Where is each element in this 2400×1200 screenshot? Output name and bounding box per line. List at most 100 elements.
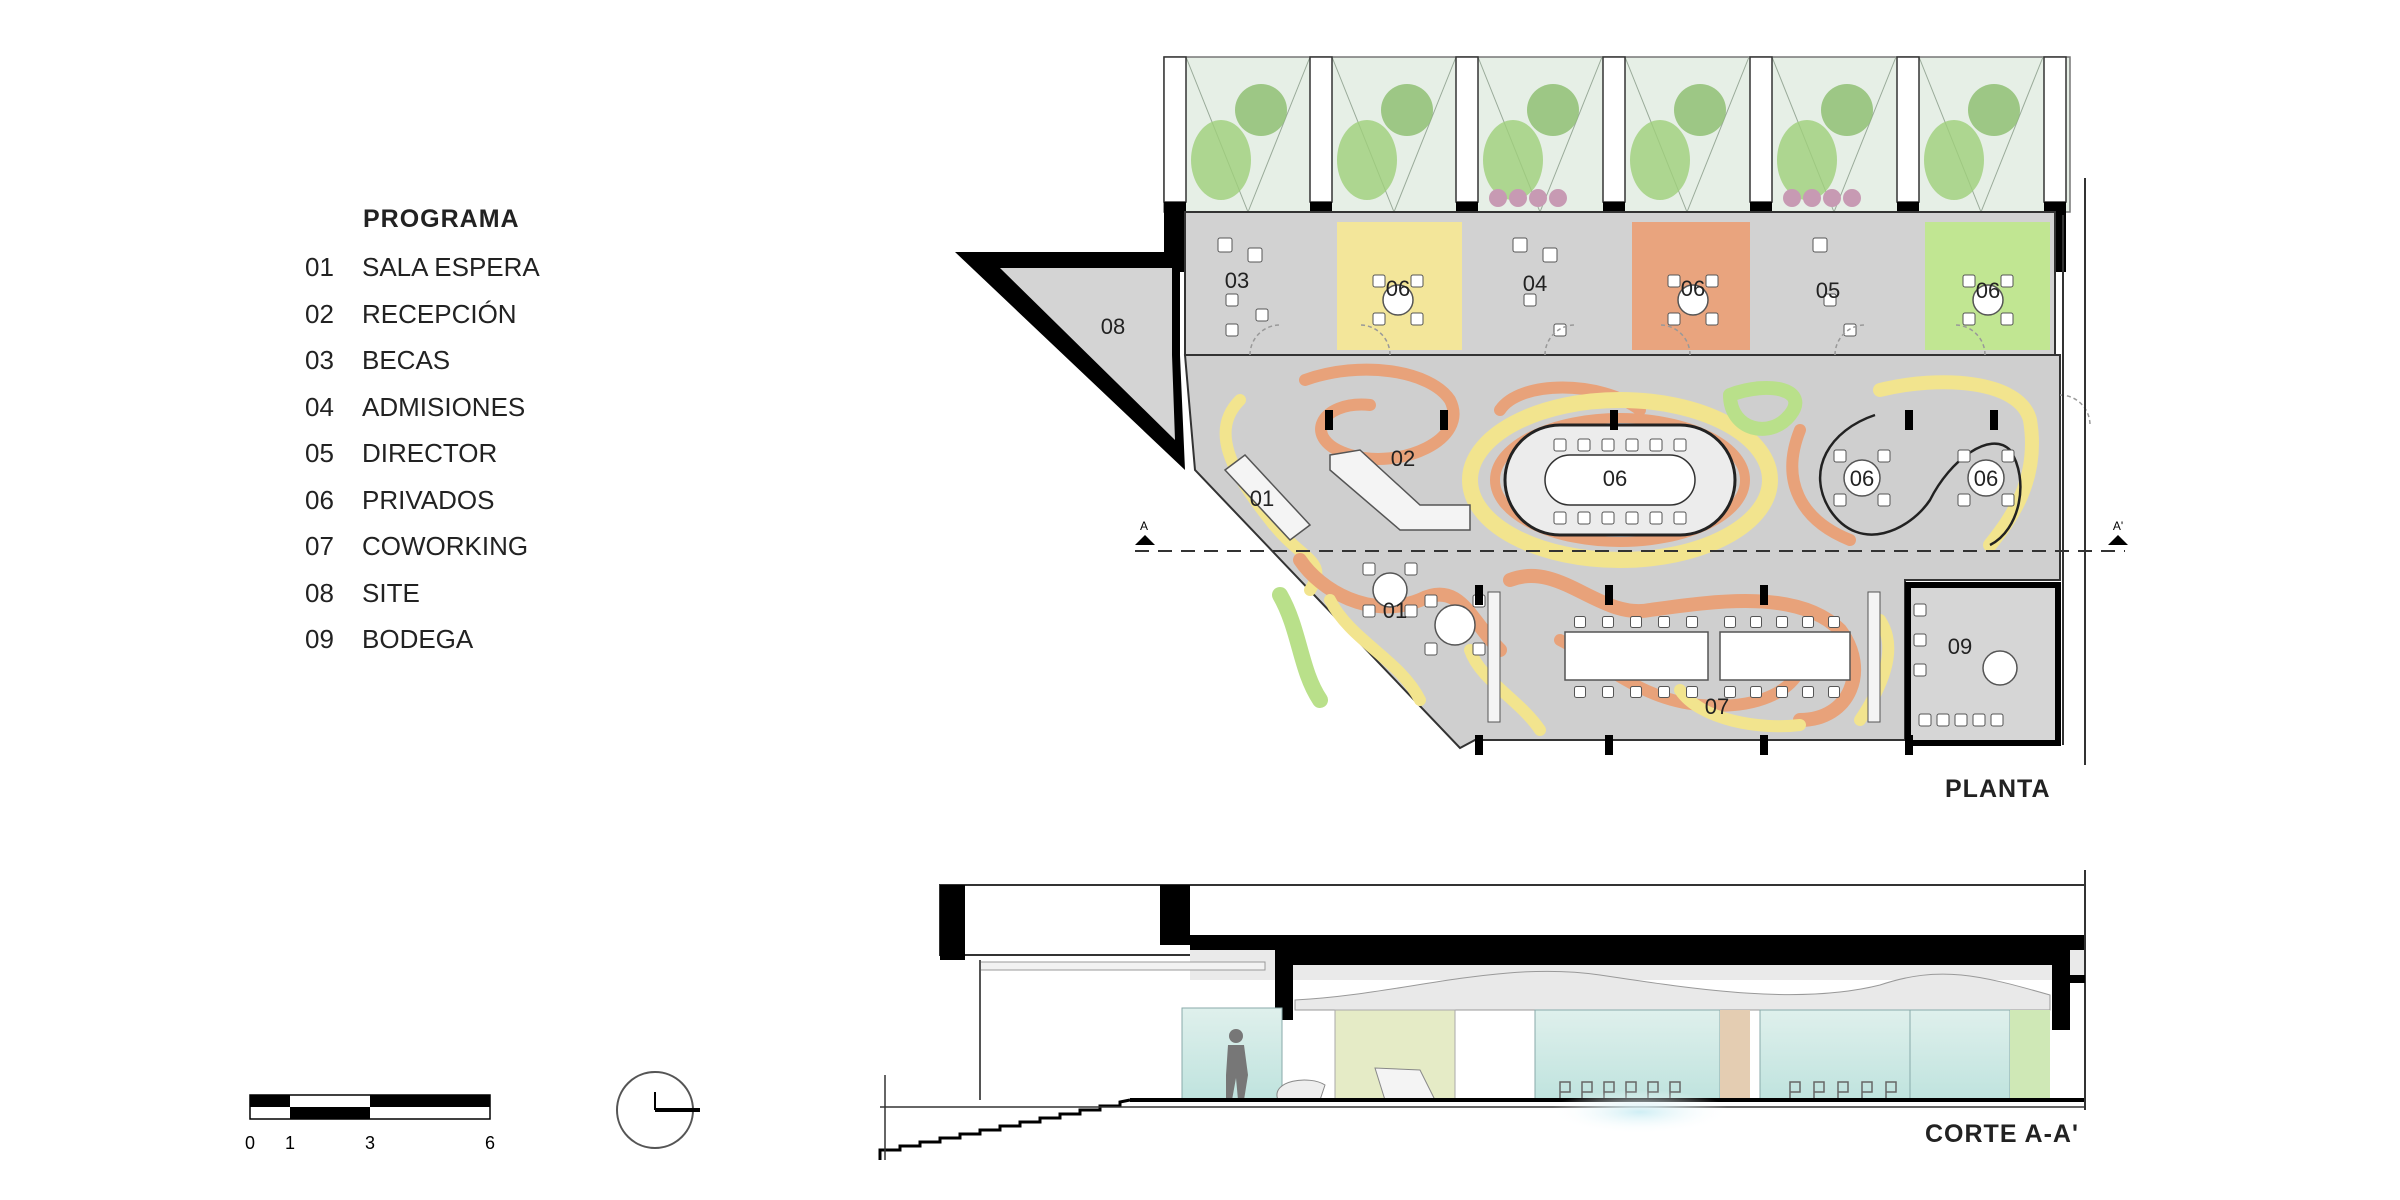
section-glass-room <box>1759 1009 1911 1101</box>
person-figure <box>1226 1029 1248 1100</box>
post <box>1440 410 1448 430</box>
chair <box>1686 686 1698 698</box>
room-label: 09 <box>1948 634 1972 659</box>
chair <box>1776 616 1788 628</box>
planter-line <box>1980 56 2044 213</box>
column <box>1749 56 1773 203</box>
round-table <box>1972 284 2004 316</box>
chair <box>1913 603 1927 617</box>
legend-item-number: 05 <box>305 438 334 468</box>
room-label: 06 <box>1850 466 1874 491</box>
flower <box>1509 189 1527 207</box>
chair <box>2001 449 2015 463</box>
legend-item-name: RECEPCIÓN <box>362 298 517 329</box>
section-chair <box>1837 1081 1849 1100</box>
legend-item-name: COWORKING <box>362 531 529 561</box>
post <box>1610 410 1618 430</box>
legend-item-name: ADMISIONES <box>362 391 526 422</box>
planter-line <box>1686 56 1750 213</box>
chair <box>1667 274 1681 288</box>
column <box>1455 56 1479 203</box>
post <box>1905 735 1913 755</box>
round-table <box>1843 459 1881 497</box>
room-label: 01 <box>1383 598 1407 623</box>
section-chair <box>1789 1081 1801 1100</box>
legend-item-name: SALA ESPERA <box>362 252 540 282</box>
chair <box>1424 642 1438 656</box>
chair <box>1577 511 1591 525</box>
post <box>1605 585 1613 605</box>
palm <box>1381 84 1433 136</box>
chair <box>1658 616 1670 628</box>
palm <box>1968 84 2020 136</box>
chair <box>1225 323 1239 337</box>
section-arrow-right <box>2108 535 2128 545</box>
scale-bar: 0 1 3 6 <box>245 1094 495 1153</box>
chair <box>1843 323 1857 337</box>
legend-item: 09 BODEGA <box>305 624 645 671</box>
planter-line <box>1539 56 1603 213</box>
column <box>1163 56 1187 203</box>
legend-item-number: 03 <box>305 345 334 375</box>
flower <box>1489 189 1507 207</box>
section-beam-right <box>2052 950 2070 1030</box>
chair <box>1625 438 1639 452</box>
palm <box>1527 84 1579 136</box>
room-label: 06 <box>1974 466 1998 491</box>
wall-posts <box>1325 410 1998 755</box>
legend-item-number: 09 <box>305 624 334 654</box>
chair <box>1957 449 1971 463</box>
waiting-bench <box>1223 453 1312 542</box>
chair <box>1410 274 1424 288</box>
chair <box>1512 237 1528 253</box>
section-chair <box>1813 1081 1825 1100</box>
chair <box>1667 312 1681 326</box>
section-seat <box>1276 1079 1326 1101</box>
chair <box>1630 686 1642 698</box>
chair <box>1362 604 1376 618</box>
post <box>1475 735 1483 755</box>
room-label: 06 <box>1681 276 1705 301</box>
section-glass-room <box>1909 1009 2011 1101</box>
chair <box>1649 511 1663 525</box>
section-roof-wall-left <box>940 885 965 960</box>
chair <box>1673 438 1687 452</box>
chair <box>1918 713 1932 727</box>
chair <box>1553 323 1567 337</box>
shrub <box>1191 120 1251 200</box>
flower <box>1803 189 1821 207</box>
chair <box>1630 616 1642 628</box>
private-room-enclosure <box>1818 413 2022 547</box>
chair <box>1724 686 1736 698</box>
round-table <box>1967 459 2005 497</box>
room-label: 06 <box>1976 278 2000 303</box>
chair <box>1877 449 1891 463</box>
reception-desk <box>1329 449 1471 531</box>
flower <box>1549 189 1567 207</box>
chair <box>1913 663 1927 677</box>
legend-item-number: 02 <box>305 298 334 329</box>
chair <box>1802 616 1814 628</box>
room-label: 02 <box>1391 446 1415 471</box>
round-table <box>1372 572 1408 608</box>
chair <box>1812 237 1828 253</box>
chair <box>1802 686 1814 698</box>
planter-line <box>1833 56 1897 213</box>
section-glass-room <box>1534 1009 1721 1101</box>
post <box>1990 410 1998 430</box>
north-arrow-icon <box>616 1071 700 1149</box>
column <box>1309 56 1333 203</box>
chair <box>1649 438 1663 452</box>
shrub <box>1924 120 1984 200</box>
scale-tick-label: 3 <box>365 1133 375 1153</box>
chair <box>1601 511 1615 525</box>
chair <box>1404 604 1418 618</box>
cowork-table <box>1719 631 1851 681</box>
room-label: 06 <box>1603 466 1627 491</box>
section-title: CORTE A-A' <box>1925 1120 2079 1148</box>
legend-item-name: BODEGA <box>362 624 474 654</box>
